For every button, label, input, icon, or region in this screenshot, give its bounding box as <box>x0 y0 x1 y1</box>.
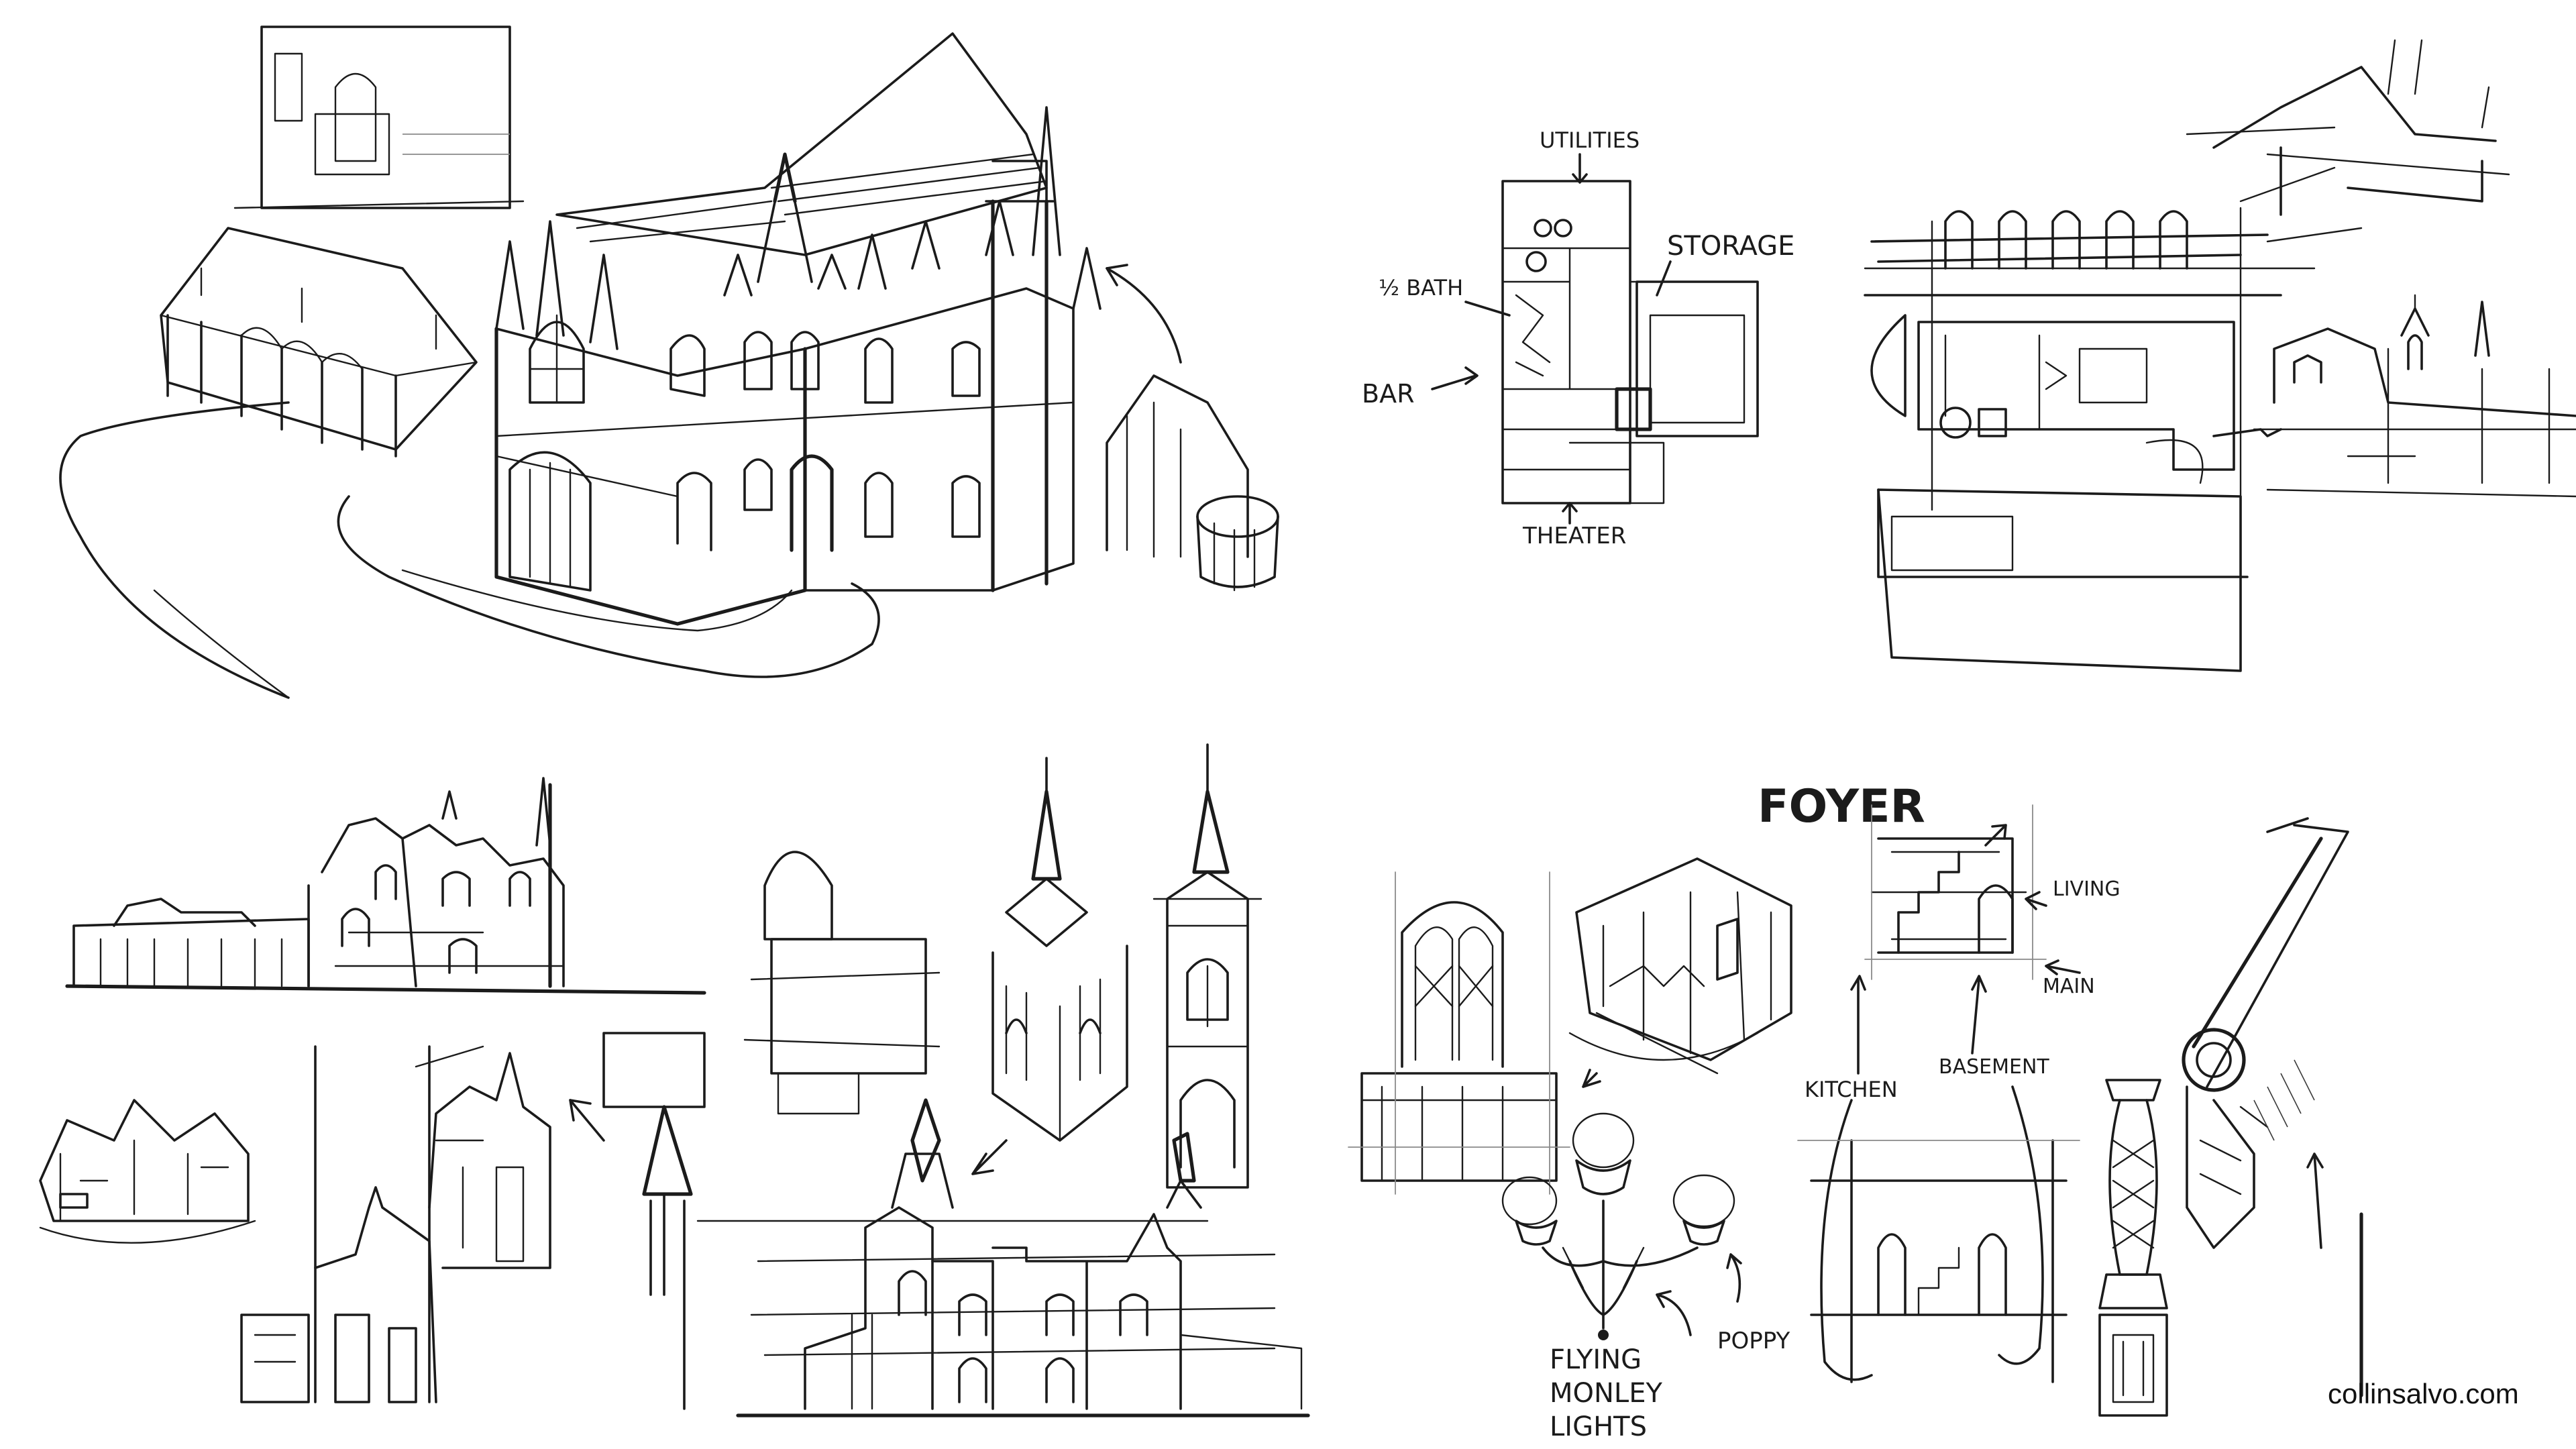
label-main: MAIN <box>2043 975 2095 998</box>
thumbnail-sketch <box>233 25 525 209</box>
label-theater: THEATER <box>1522 523 1626 549</box>
elevation-plan-sketch <box>1864 39 2576 672</box>
chandelier-sketch <box>1501 1112 1735 1340</box>
label-utilities: UTILITIES <box>1540 127 1640 153</box>
foyer-details-sketch: FOYER LIVING MAIN KITCHEN BASEMENT <box>1348 780 2363 1442</box>
foyer-title: FOYER <box>1758 780 1925 833</box>
banister-scroll-sketch <box>2182 817 2363 1397</box>
basement-floorplan-sketch: UTILITIES STORAGE ½ BATH BAR THEATER <box>1362 127 1794 549</box>
mansion-elevation-sketches <box>39 743 1310 1417</box>
label-flying-monkey-lights-3: LIGHTS <box>1550 1411 1647 1442</box>
label-basement: BASEMENT <box>1939 1055 2049 1079</box>
gazebo-sketch <box>1106 374 1279 592</box>
newel-post-sketch <box>2098 1079 2168 1417</box>
watermark: collinsalvo.com <box>2328 1378 2519 1409</box>
label-kitchen: KITCHEN <box>1805 1077 1898 1102</box>
label-poppy: POPPY <box>1717 1328 1790 1354</box>
label-bar: BAR <box>1362 379 1414 409</box>
label-living: LIVING <box>2053 877 2121 901</box>
mansion-perspective-sketch <box>59 25 1279 699</box>
label-storage: STORAGE <box>1667 231 1794 262</box>
label-flying-monkey-lights-1: FLYING <box>1550 1344 1642 1375</box>
mansion-windows <box>508 314 981 592</box>
label-half-bath: ½ BATH <box>1379 275 1463 301</box>
label-flying-monkey-lights-2: MONLEY <box>1550 1378 1662 1409</box>
